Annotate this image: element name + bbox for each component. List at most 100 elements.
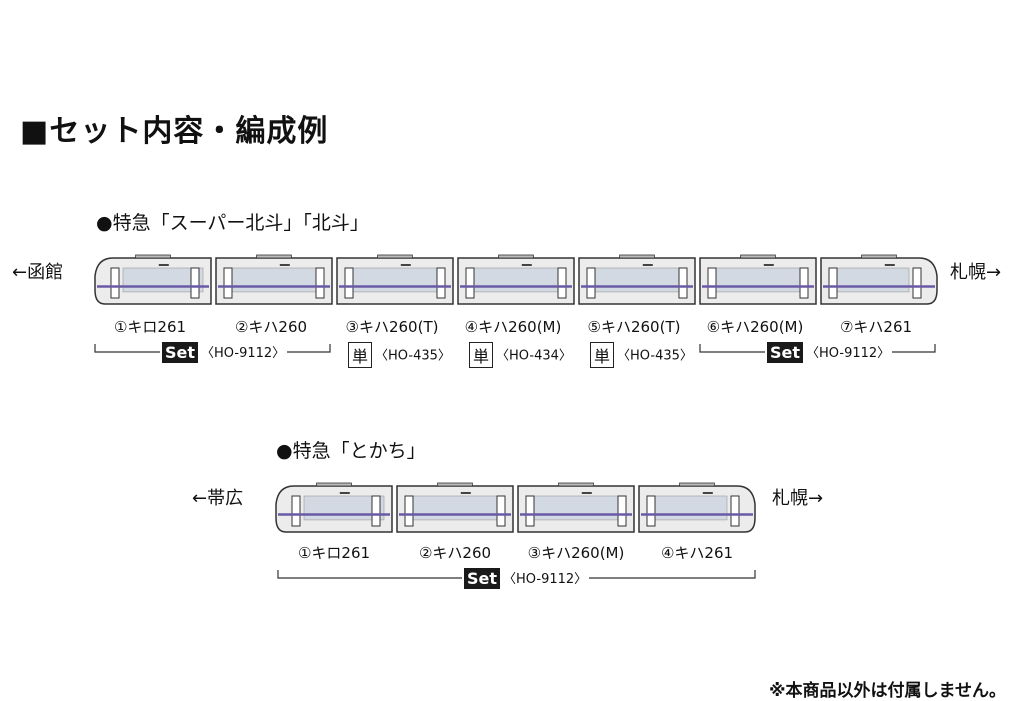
car-label: ③キハ260(T): [345, 318, 439, 336]
single-badge: 単: [469, 342, 494, 368]
set-badge-group: Set〈HO-9112〉: [765, 342, 893, 363]
roof-unit: [861, 254, 897, 259]
product-code: 〈HO-9112〉: [806, 346, 891, 361]
car-label: ①キロ261: [297, 544, 371, 562]
train-car: [457, 254, 575, 305]
car-label: ③キハ260(M): [527, 544, 625, 562]
car-door: [646, 495, 656, 527]
train-car: [699, 254, 817, 305]
roof-unit: [679, 482, 715, 487]
footer-note: ※本商品以外は付属しません。: [768, 681, 1006, 701]
roof-unit: [740, 254, 776, 259]
single-badge: 単: [590, 342, 615, 368]
formation2-direction-left: ←帯広: [192, 488, 244, 509]
roof-unit: [619, 254, 655, 259]
car-door: [496, 495, 506, 527]
window-band: [404, 495, 506, 521]
car-door: [344, 267, 354, 299]
car-door: [315, 267, 325, 299]
car-marking: [581, 492, 592, 494]
car-door: [110, 267, 120, 299]
formation1-direction-right: 札幌→: [950, 262, 1002, 283]
roof-unit: [316, 482, 352, 487]
formation1-title: ●特急「スーパー北斗」「北斗」: [96, 212, 369, 234]
single-badge: 単: [348, 342, 373, 368]
car-door: [730, 495, 740, 527]
car-marking: [763, 264, 774, 266]
product-code: 〈HO-9112〉: [201, 346, 286, 361]
car-door: [707, 267, 717, 299]
window-band: [828, 267, 910, 293]
car-marking: [279, 264, 290, 266]
car-label: ④キハ261: [660, 544, 734, 562]
car-label: ⑤キハ260(T): [587, 318, 681, 336]
car-door: [557, 267, 567, 299]
window-band: [707, 267, 809, 293]
window-band: [223, 267, 325, 293]
car-label: ②キハ260: [418, 544, 492, 562]
train-car: [215, 254, 333, 305]
product-code: 〈HO-9112〉: [503, 572, 588, 587]
car-label: ⑥キハ260(M): [706, 318, 804, 336]
car-door: [678, 267, 688, 299]
product-code: 〈HO-434〉: [496, 348, 572, 364]
window-band: [465, 267, 567, 293]
product-code: 〈HO-435〉: [375, 348, 451, 364]
car-marking: [642, 264, 653, 266]
train-car: [275, 482, 393, 533]
train-car: [336, 254, 454, 305]
formation2-direction-right: 札幌→: [772, 488, 824, 509]
car-marking: [884, 264, 895, 266]
car-door: [828, 267, 838, 299]
car-marking: [400, 264, 411, 266]
roof-unit: [256, 254, 292, 259]
car-marking: [339, 492, 350, 494]
single-badge-group: 単〈HO-435〉: [588, 342, 695, 368]
car-door: [404, 495, 414, 527]
window-band: [344, 267, 446, 293]
car-door: [436, 267, 446, 299]
car-marking: [521, 264, 532, 266]
train-car: [94, 254, 212, 305]
car-marking: [702, 492, 713, 494]
car-marking: [158, 264, 169, 266]
window-band: [646, 495, 728, 521]
set-badge: Set: [767, 342, 804, 363]
set-badge-group: Set〈HO-9112〉: [160, 342, 288, 363]
train-car: [578, 254, 696, 305]
single-badge-group: 単〈HO-435〉: [346, 342, 453, 368]
car-door: [291, 495, 301, 527]
single-badge-group: 単〈HO-434〉: [467, 342, 574, 368]
window-band: [586, 267, 688, 293]
page-heading: ■セット内容・編成例: [20, 114, 329, 149]
car-marking: [460, 492, 471, 494]
train-car: [820, 254, 938, 305]
roof-unit: [498, 254, 534, 259]
car-door: [371, 495, 381, 527]
car-label: ④キハ260(M): [464, 318, 562, 336]
car-label: ②キハ260: [234, 318, 308, 336]
set-badge-group: Set〈HO-9112〉: [462, 568, 590, 589]
car-door: [525, 495, 535, 527]
roof-unit: [135, 254, 171, 259]
train-car: [638, 482, 756, 533]
car-door: [586, 267, 596, 299]
car-door: [190, 267, 200, 299]
roof-unit: [558, 482, 594, 487]
car-door: [465, 267, 475, 299]
car-door: [799, 267, 809, 299]
set-badge: Set: [162, 342, 199, 363]
train-car: [517, 482, 635, 533]
car-door: [912, 267, 922, 299]
formation2-title: ●特急「とかち」: [276, 440, 426, 462]
roof-unit: [437, 482, 473, 487]
car-label: ⑦キハ261: [839, 318, 913, 336]
roof-unit: [377, 254, 413, 259]
window-band: [525, 495, 627, 521]
set-badge: Set: [464, 568, 501, 589]
car-door: [223, 267, 233, 299]
train-car: [396, 482, 514, 533]
formation1-direction-left: ←函館: [12, 262, 64, 283]
car-label: ①キロ261: [113, 318, 187, 336]
